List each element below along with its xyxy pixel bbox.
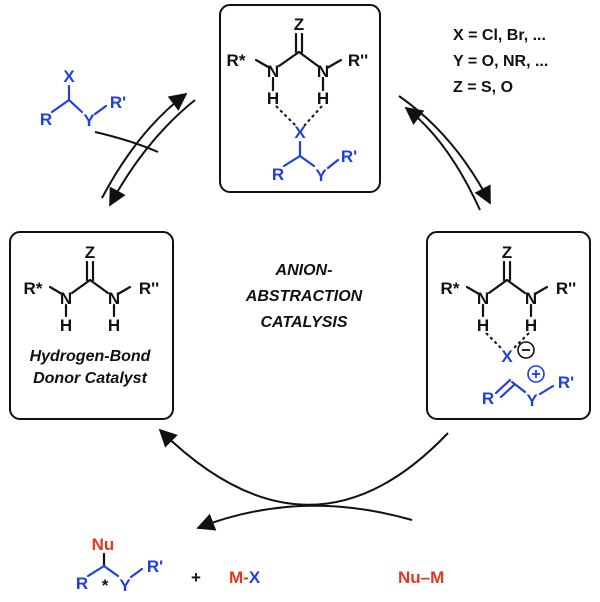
catalyst-label-line1: Hydrogen-Bond	[30, 348, 152, 365]
substrate-r-atom: R	[40, 110, 52, 129]
catalyst-h-right: H	[108, 316, 120, 335]
ion-pair-z-atom: Z	[502, 243, 512, 262]
product-y-atom: Y	[119, 576, 131, 595]
top-h-left: H	[267, 89, 279, 108]
catalyst-panel: Z N N H H R* R'' Hydrogen-Bond Donor Cat…	[9, 231, 174, 420]
catalyst-bonds	[48, 260, 132, 318]
x-definition: X = Cl, Br, ...	[453, 27, 546, 44]
substrate-x-atom: X	[63, 67, 75, 86]
catalyst-n-left: N	[60, 289, 72, 308]
ion-pair-n-right: N	[525, 289, 537, 308]
center-label: ANION- ABSTRACTION CATALYSIS	[245, 262, 363, 331]
catalyst-r-double-prime: R''	[139, 279, 159, 298]
top-hbond-left	[275, 105, 297, 127]
catalyst-h-left: H	[60, 316, 72, 335]
ion-pair-hbond-right	[511, 332, 530, 351]
ion-pair-h-left: H	[477, 316, 489, 335]
top-x-atom: X	[294, 123, 306, 142]
catalyst-r-star: R*	[24, 279, 43, 298]
anion-charge-icon	[517, 341, 535, 359]
catalyst-z-atom: Z	[85, 243, 95, 262]
top-substrate-bonds	[282, 140, 340, 170]
top-r-double-prime: R''	[348, 51, 368, 70]
top-hbond-right	[303, 105, 323, 127]
top-r-star: R*	[227, 51, 246, 70]
nucleophile-reagent: Nu–M	[398, 568, 444, 587]
ion-pair-h-right: H	[525, 316, 537, 335]
equilibrium-arrow-left	[101, 92, 196, 207]
ion-pair-r-double-prime: R''	[556, 279, 576, 298]
catalyst-label-line2: Donor Catalyst	[33, 370, 147, 387]
product-plus-sign: +	[191, 568, 201, 587]
ion-pair-catalyst-bonds	[465, 260, 549, 318]
substrate-y-atom: Y	[83, 111, 95, 130]
ion-pair-panel: Z N N H H R* R'' X R Y R'	[426, 231, 591, 420]
top-h-right: H	[317, 89, 329, 108]
z-definition: Z = S, O	[453, 79, 513, 96]
ion-pair-panel-frame	[426, 231, 591, 420]
product-stereocenter-star: *	[102, 576, 109, 595]
top-n-right: N	[317, 62, 329, 81]
top-panel-frame	[219, 4, 381, 193]
product-r-atom: R	[76, 574, 88, 593]
product-r-prime: R'	[147, 557, 163, 576]
top-y-atom: Y	[315, 166, 327, 185]
ion-pair-n-left: N	[477, 289, 489, 308]
top-complex-panel: Z N N H H R* R'' X R Y R'	[219, 4, 381, 193]
y-definition: Y = O, NR, ...	[453, 53, 548, 70]
equilibrium-arrow-right	[398, 95, 491, 211]
cation-charge-icon	[527, 365, 545, 383]
ion-pair-r-star: R*	[441, 279, 460, 298]
top-n-left: N	[267, 62, 279, 81]
ion-pair-x-anion: X	[501, 347, 513, 366]
catalyst-panel-frame	[9, 231, 174, 420]
center-label-line2: ABSTRACTION	[245, 288, 363, 305]
top-r-prime: R'	[341, 147, 357, 166]
product-nu-group: Nu	[92, 535, 115, 554]
return-arc-arrow	[158, 428, 449, 506]
top-z-atom: Z	[294, 15, 304, 34]
substrate-entry-arrow	[94, 131, 159, 153]
top-catalyst-bonds	[254, 32, 343, 92]
top-r-atom: R	[272, 165, 284, 184]
substrate-molecule: X R Y R'	[40, 67, 126, 130]
ion-pair-y-atom: Y	[526, 391, 538, 410]
product-molecule: Nu R * Y R'	[76, 535, 163, 595]
substituent-definitions: X = Cl, Br, ... Y = O, NR, ... Z = S, O	[453, 27, 548, 96]
catalyst-n-right: N	[108, 289, 120, 308]
center-label-line1: ANION-	[275, 262, 333, 279]
center-label-line3: CATALYSIS	[260, 314, 347, 331]
substrate-r-prime: R'	[110, 93, 126, 112]
nucleophile-attack-arrow	[196, 504, 413, 531]
ion-pair-cation-bonds	[494, 378, 555, 399]
ion-pair-r-prime: R'	[558, 373, 574, 392]
ion-pair-r-atom: R	[482, 389, 494, 408]
ion-pair-hbond-left	[485, 332, 504, 351]
salt-byproduct-m: M-X	[229, 568, 261, 587]
